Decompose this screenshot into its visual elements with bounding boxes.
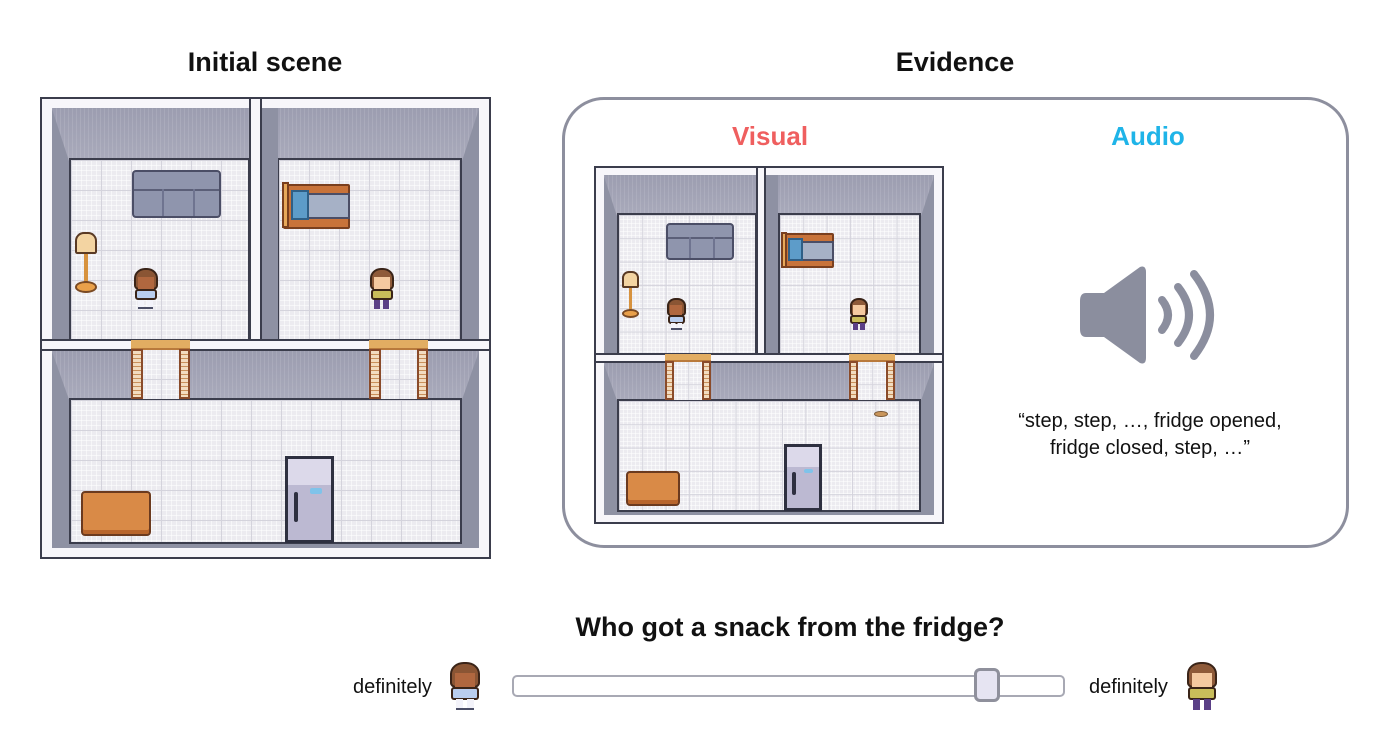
kitchen-floor: [616, 398, 922, 513]
door-post: [665, 361, 675, 400]
fridge: [285, 456, 334, 544]
initial-scene-heading: Initial scene: [187, 47, 343, 77]
slider-right-label: definitely: [1089, 676, 1168, 698]
agent-a-icon: [446, 662, 484, 710]
table: [626, 470, 681, 507]
door-post: [849, 361, 859, 400]
door-post: [178, 349, 191, 399]
wall-divider: [596, 353, 942, 363]
fridge: [784, 444, 822, 512]
living-room-floor: [616, 213, 757, 357]
wall: [261, 108, 278, 345]
bed-headboard: [281, 182, 289, 229]
agent-b-icon: [1183, 662, 1221, 710]
agent-b-character: [367, 267, 397, 309]
slider-left-label: definitely: [353, 676, 432, 698]
door-post: [369, 349, 381, 399]
wall: [766, 175, 779, 358]
wall-divider: [42, 338, 489, 351]
door-lintel-right: [849, 354, 895, 362]
evidence-heading: Evidence: [895, 47, 1015, 77]
audio-transcript-line1: “step, step, …, fridge opened,: [1018, 410, 1282, 432]
door-post: [131, 349, 143, 399]
lamp-base: [75, 281, 98, 294]
door-post: [416, 349, 429, 399]
sofa: [665, 222, 735, 261]
bed-headboard: [781, 232, 787, 268]
bed-pillow: [290, 189, 310, 220]
evidence-panel: [562, 97, 1349, 548]
likelihood-slider-thumb[interactable]: [974, 668, 1000, 702]
agent-b-character: [847, 298, 871, 331]
bed-pillow: [788, 238, 803, 262]
door-lintel-left: [131, 339, 191, 350]
audio-label: Audio: [1111, 121, 1185, 151]
likelihood-slider-track[interactable]: [512, 675, 1065, 697]
door-post: [885, 361, 895, 400]
lamp-base: [621, 308, 639, 319]
lamp: [621, 270, 639, 288]
visual-label: Visual: [731, 121, 809, 151]
agent-a-character: [131, 267, 161, 309]
lamp-pole: [628, 287, 632, 313]
lamp: [75, 231, 98, 254]
audio-transcript: “step, step, …, fridge opened, fridge cl…: [985, 408, 1315, 462]
wall-divider: [248, 99, 262, 345]
snack-crumb: [874, 410, 888, 418]
fridge-handle: [294, 491, 299, 523]
agent-a-character: [665, 298, 689, 331]
question-text: Who got a snack from the fridge?: [575, 612, 1005, 642]
evidence-visual-map: [594, 166, 944, 524]
door-post: [701, 361, 711, 400]
door-lintel-left: [665, 354, 711, 362]
wall-divider: [755, 168, 767, 358]
table: [81, 490, 151, 537]
audio-transcript-line2: fridge closed, step, …”: [1049, 437, 1251, 459]
door-lintel-right: [369, 339, 429, 350]
lamp-pole: [84, 253, 89, 286]
initial-scene-map: [40, 97, 491, 559]
sofa: [132, 169, 221, 219]
speaker-volume-icon: [1080, 266, 1214, 364]
fridge-handle: [791, 471, 796, 495]
